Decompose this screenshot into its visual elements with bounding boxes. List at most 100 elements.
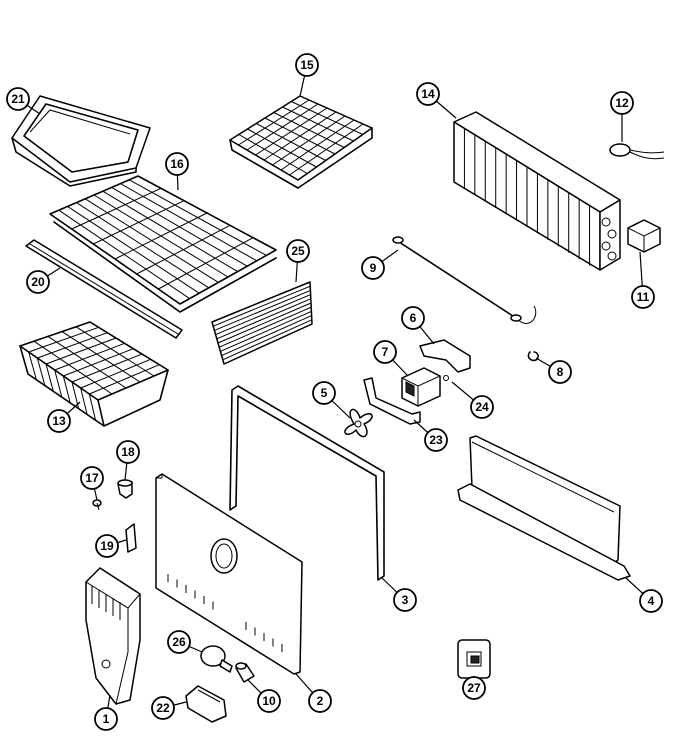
- callout-21: 21: [6, 87, 41, 115]
- callout-number-2: 2: [317, 694, 324, 708]
- callout-number-10: 10: [262, 694, 276, 708]
- callout-1: 1: [94, 694, 118, 731]
- callout-23: 23: [413, 419, 448, 452]
- callout-11: 11: [631, 251, 655, 309]
- callout-circle-10: [257, 689, 281, 713]
- callout-number-19: 19: [100, 539, 114, 553]
- callout-3: 3: [381, 577, 417, 612]
- callout-circle-23: [424, 428, 448, 452]
- callout-24: 24: [451, 381, 494, 419]
- callout-circle-12: [610, 91, 634, 115]
- part-13-wire-basket: [19, 321, 169, 427]
- callout-number-5: 5: [321, 386, 328, 400]
- callout-number-17: 17: [85, 471, 99, 485]
- callout-circle-20: [26, 270, 50, 294]
- callout-number-6: 6: [410, 311, 417, 325]
- callout-number-11: 11: [637, 290, 650, 304]
- callout-circle-8: [548, 360, 572, 384]
- callout-number-8: 8: [557, 365, 564, 379]
- callout-number-22: 22: [156, 701, 170, 715]
- part-12-sensor: [609, 143, 665, 160]
- callout-circle-9: [361, 256, 385, 280]
- callout-4: 4: [625, 577, 663, 613]
- part-6-bracket: [419, 339, 471, 373]
- part-3-seal: [229, 385, 385, 581]
- callout-number-9: 9: [370, 261, 377, 275]
- callout-circle-7: [373, 340, 397, 364]
- callout-14: 14: [416, 82, 457, 119]
- callout-number-24: 24: [475, 400, 489, 414]
- callout-circle-22: [151, 696, 175, 720]
- callout-number-20: 20: [31, 275, 45, 289]
- callout-circle-25: [286, 239, 310, 263]
- callout-16: 16: [165, 152, 189, 191]
- callout-number-3: 3: [402, 593, 409, 607]
- part-21-tray: [11, 95, 151, 187]
- callout-circle-18: [116, 440, 140, 464]
- callout-6: 6: [401, 306, 435, 345]
- callout-circle-21: [6, 87, 30, 111]
- part-4-drain-trough: [457, 435, 631, 581]
- callout-circle-14: [416, 82, 440, 106]
- callout-number-1: 1: [103, 712, 110, 726]
- callout-20: 20: [26, 267, 61, 294]
- callout-9: 9: [361, 249, 399, 280]
- part-22-light-shield: [185, 685, 227, 723]
- callout-7: 7: [373, 340, 409, 377]
- callout-number-27: 27: [467, 681, 481, 695]
- callout-circle-3: [393, 588, 417, 612]
- part-9-heater-rod: [392, 236, 537, 324]
- part-2-rear-panel: [155, 473, 303, 675]
- callout-circle-13: [47, 409, 71, 433]
- callout-circle-2: [308, 689, 332, 713]
- part-16-wire-shelf: [49, 175, 277, 313]
- callout-number-15: 15: [300, 58, 314, 72]
- callout-number-16: 16: [170, 157, 184, 171]
- callout-26: 26: [167, 630, 203, 654]
- part-8-clip: [527, 351, 539, 362]
- callout-27: 27: [462, 676, 486, 700]
- callout-circle-11: [631, 285, 655, 309]
- callout-circle-27: [462, 676, 486, 700]
- callout-number-23: 23: [429, 433, 443, 447]
- callout-2: 2: [295, 673, 332, 713]
- part-18-knob: [117, 479, 133, 499]
- callout-18: 18: [116, 440, 140, 481]
- callout-number-18: 18: [121, 445, 135, 459]
- part-19-lens: [125, 523, 137, 553]
- callout-number-25: 25: [291, 244, 305, 258]
- callout-5: 5: [312, 381, 351, 419]
- part-14-evaporator: [453, 111, 621, 271]
- callout-number-26: 26: [172, 635, 186, 649]
- callout-22: 22: [151, 696, 187, 720]
- callout-number-13: 13: [52, 414, 66, 428]
- part-15-ice-tray: [229, 95, 373, 189]
- callout-number-21: 21: [11, 92, 25, 106]
- callout-circle-24: [470, 395, 494, 419]
- callout-12: 12: [610, 91, 634, 142]
- callout-circle-5: [312, 381, 336, 405]
- callout-circle-6: [401, 306, 425, 330]
- part-24-screw: [443, 375, 449, 381]
- callout-circle-19: [95, 534, 119, 558]
- callout-circle-26: [167, 630, 191, 654]
- part-25-louver: [211, 281, 313, 365]
- callout-number-7: 7: [382, 345, 389, 359]
- part-1-control-housing: [85, 567, 141, 705]
- callout-circle-16: [165, 152, 189, 176]
- callout-number-14: 14: [421, 87, 435, 101]
- callout-17: 17: [80, 466, 104, 501]
- callout-15: 15: [295, 53, 319, 97]
- callout-13: 13: [47, 401, 81, 433]
- callout-10: 10: [247, 679, 281, 713]
- callout-circle-1: [94, 707, 118, 731]
- part-7-fan-motor: [401, 367, 441, 407]
- callout-19: 19: [95, 534, 127, 558]
- callout-25: 25: [286, 239, 310, 283]
- callout-circle-15: [295, 53, 319, 77]
- callout-number-4: 4: [648, 594, 655, 608]
- part-5-fan-blade: [344, 408, 373, 438]
